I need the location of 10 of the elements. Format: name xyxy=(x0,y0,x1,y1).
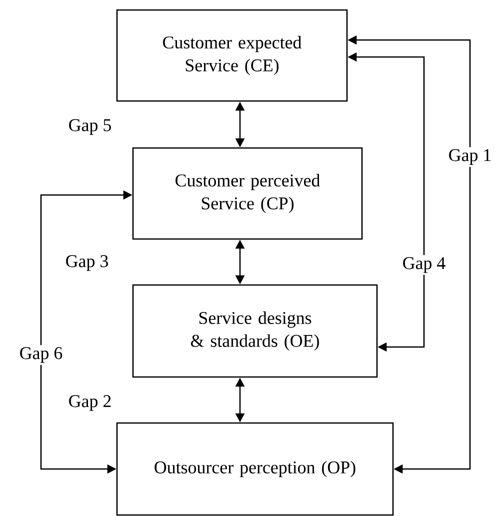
gap-label: Gap 2 xyxy=(69,395,111,411)
process-box: Customer perceived Service (CP) xyxy=(132,147,363,240)
process-box: Service designs & standards (OE) xyxy=(132,284,378,378)
gap-label: Gap 3 xyxy=(66,255,108,271)
edge-label: Gap 4 xyxy=(403,257,446,273)
gap-label: Gap 5 xyxy=(69,119,111,135)
edge-label: Gap 6 xyxy=(20,347,62,363)
edge-label: Gap 1 xyxy=(449,149,491,165)
process-box: Customer expected Service (CE) xyxy=(116,9,348,102)
process-box: Outsourcer perception (OP) xyxy=(116,422,394,516)
